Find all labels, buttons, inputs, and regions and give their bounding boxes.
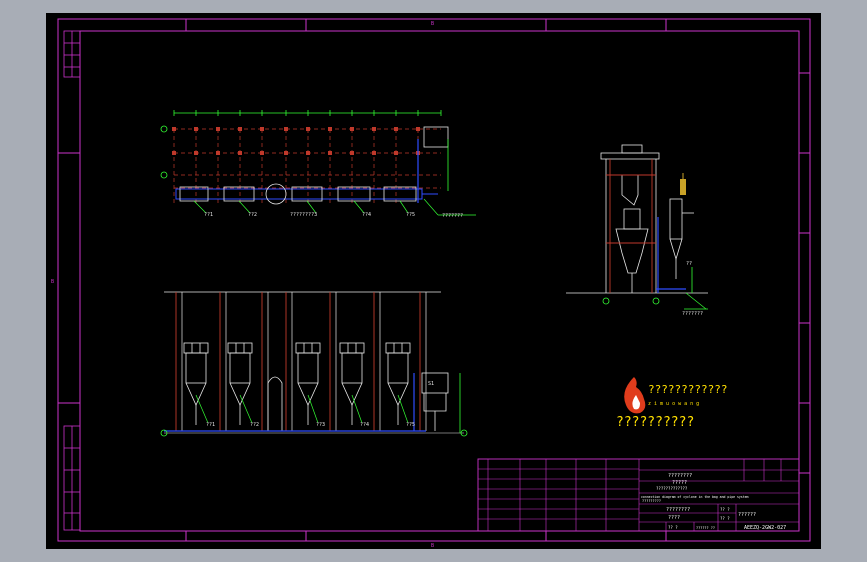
title-cell-a: ?? ? [720,507,730,512]
elev-label-1: ??1 [206,422,215,428]
title-drawing-no-label: ?????? [738,512,756,518]
frame-mark-bottom: B [431,543,434,549]
left-stamp-top [63,30,81,78]
plan-label-1: ??1 [204,212,213,218]
plan-label-5: ??5 [406,212,415,218]
side-label: ?? [686,261,692,267]
cad-drawing: B B B [51,18,811,549]
title-subtitle: ????? [672,480,687,486]
logo-bottom-text: ?????????? [616,415,694,430]
plan-label-2: ??2 [248,212,257,218]
left-stamp-bottom [63,425,81,531]
elev-label-5: ??5 [406,422,415,428]
title-en: ????????????? [656,486,688,491]
logo: ???????????? z i m u o w a n g ?????????… [616,377,727,430]
drawing-sheet: B B B [46,13,821,549]
elev-label-4: ??4 [360,422,369,428]
title-block: ???????? ????? ????????????? connection … [477,458,800,532]
outer-frame [57,18,811,542]
plan-view: ??1 ??2 ????????3 ??4 ??5 ??????? [160,110,476,219]
frame-mark-top: B [431,21,434,27]
title-sheet: ?????? ?? [696,526,715,530]
title-company: ???????? [668,473,692,479]
cyclone-4 [339,342,365,425]
frame-mark-left: B [51,279,54,285]
title-project: ???????? [666,507,690,513]
title-scale: ?? ? [668,525,678,530]
frame-ticks [58,19,810,541]
cyclone-2 [227,342,253,425]
side-view: ?? ??????? [566,144,708,317]
logo-sub-text: z i m u o w a n g [648,401,699,407]
elev-label-2: ??2 [250,422,259,428]
logo-top-text: ???????????? [648,383,727,396]
elev-side-label: S1 [428,381,434,387]
title-cell-b: ?? ? [720,516,730,521]
side-bottom-label: ??????? [682,311,703,317]
cyclone-5 [385,342,411,425]
cyclone-3 [295,342,321,425]
title-description: connection diagram of cyclone in the bag… [641,495,749,499]
plan-note: ??????? [442,213,463,219]
elevation-view: ??1 ??2 ??3 ??4 ??5 S1 [160,291,468,437]
title-stage: ???? [668,515,680,521]
flame-icon [624,377,646,414]
inner-frame [79,30,800,532]
title-drawing-no: AEEZQ-2GW2-027 [744,525,786,531]
cyclone-1 [183,342,209,425]
plan-label-4: ??4 [362,212,371,218]
plan-label-3: ????????3 [290,212,317,218]
elev-label-3: ??3 [316,422,325,428]
title-desc-cn: ????????? [642,499,661,503]
